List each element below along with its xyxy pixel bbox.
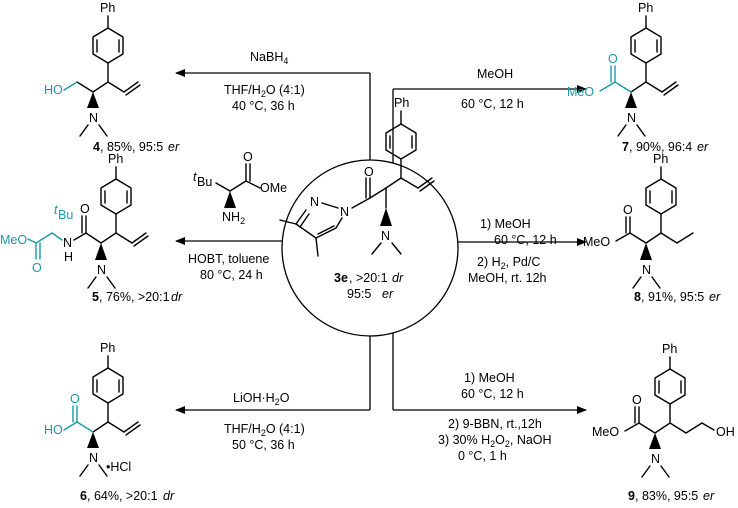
product-4: Ph N HO 4 , 85%, 95:5 er	[44, 1, 180, 154]
product-8: Ph N O MeO 8 , 91%, 95:5 er	[583, 152, 721, 304]
product-6: Ph N •HCl O HO 6 , 64%, >20:1 dr	[44, 341, 175, 503]
svg-text:er: er	[709, 290, 721, 304]
svg-text:60 °C, 12 h: 60 °C, 12 h	[461, 387, 524, 401]
svg-text:t: t	[193, 170, 197, 184]
svg-text:, 76%, >20:1: , 76%, >20:1	[99, 290, 170, 304]
svg-text:Ph: Ph	[662, 342, 677, 356]
atom-o-center: O	[364, 165, 374, 179]
svg-text:Bu: Bu	[197, 175, 212, 189]
svg-text:N: N	[651, 452, 660, 466]
svg-text:N: N	[97, 263, 106, 277]
svg-text:1) MeOH: 1) MeOH	[480, 217, 531, 231]
conditions-to-5: t Bu O OMe NH2 HOBT, toluene 80 °C, 24 h	[188, 150, 287, 282]
svg-text:Ph: Ph	[108, 152, 123, 166]
svg-text:dr: dr	[171, 290, 183, 304]
svg-text:MeO: MeO	[583, 235, 610, 249]
svg-text:9: 9	[628, 489, 635, 503]
svg-text:N: N	[89, 111, 98, 125]
svg-text:t: t	[54, 203, 58, 217]
conditions-to-8-lines: 60 °C, 12 h 2) H2, Pd/C MeOH, rt. 12h	[468, 233, 557, 285]
conditions-to-7: MeOH 60 °C, 12 h	[461, 67, 524, 111]
svg-text:dr: dr	[163, 489, 175, 503]
svg-text:MeO: MeO	[0, 233, 27, 247]
atom-ph: Ph	[394, 96, 409, 110]
svg-text:N: N	[63, 236, 72, 250]
svg-text:N: N	[89, 451, 98, 465]
svg-text:7: 7	[622, 140, 629, 154]
svg-text:80 °C, 24 h: 80 °C, 24 h	[200, 268, 263, 282]
svg-text:, 90%, 96:4: , 90%, 96:4	[629, 140, 692, 154]
svg-text:60 °C, 12 h: 60 °C, 12 h	[494, 233, 557, 247]
svg-text:Ph: Ph	[100, 341, 115, 355]
product-7: Ph N O MeO 7 , 90%, 96:4 er	[567, 1, 709, 154]
svg-text:THF/H2O (4:1): THF/H2O (4:1)	[224, 422, 305, 438]
svg-text:5: 5	[92, 290, 99, 304]
svg-text:N: N	[627, 111, 636, 125]
svg-text:THF/H2O (4:1): THF/H2O (4:1)	[224, 83, 305, 99]
svg-text:, 64%, >20:1: , 64%, >20:1	[87, 489, 158, 503]
svg-text:HO: HO	[44, 423, 63, 437]
center-dr-label: dr	[392, 271, 404, 285]
svg-text:O: O	[632, 393, 642, 407]
svg-text:6: 6	[80, 489, 87, 503]
svg-text:Bu: Bu	[58, 208, 73, 222]
svg-text:N: N	[642, 263, 651, 277]
product-9: Ph OH N O MeO 9 , 83%, 95:5 er	[592, 342, 735, 503]
svg-text:O: O	[243, 150, 253, 164]
svg-text:, 83%, 95:5: , 83%, 95:5	[635, 489, 698, 503]
svg-text:1) MeOH: 1) MeOH	[464, 371, 515, 385]
svg-text:Ph: Ph	[653, 152, 668, 166]
svg-text:Ph: Ph	[100, 1, 115, 15]
atom-n-pyrazole-2: N	[310, 195, 319, 209]
svg-text:0 °C, 1 h: 0 °C, 1 h	[458, 449, 507, 463]
starting-material-3e: Ph N O N N 3e , >20:1 dr	[279, 96, 459, 337]
svg-text:, 85%, 95:5: , 85%, 95:5	[100, 140, 163, 154]
svg-text:O: O	[608, 52, 618, 66]
svg-text:MeO: MeO	[592, 425, 619, 439]
svg-text:OMe: OMe	[260, 181, 287, 195]
center-compound-number: 3e	[334, 271, 348, 285]
svg-text:O: O	[32, 261, 42, 275]
svg-text:MeOH, rt. 12h: MeOH, rt. 12h	[468, 271, 547, 285]
svg-text:NaBH4: NaBH4	[250, 50, 288, 66]
svg-text:er: er	[703, 489, 715, 503]
svg-text:O: O	[70, 392, 80, 406]
center-dr-text: , >20:1	[349, 271, 388, 285]
svg-text:HO: HO	[44, 83, 63, 97]
center-er-label: er	[382, 287, 394, 301]
svg-text:LiOH·H2O: LiOH·H2O	[233, 391, 290, 407]
svg-text:NH2: NH2	[222, 210, 245, 226]
atom-n-center: N	[381, 229, 390, 243]
arrows	[175, 69, 587, 414]
svg-text:, 91%, 95:5: , 91%, 95:5	[641, 290, 704, 304]
conditions-to-9: 1) MeOH 60 °C, 12 h 2) 9-BBN, rt.,12h 3)…	[438, 371, 552, 463]
svg-text:50 °C, 36 h: 50 °C, 36 h	[232, 438, 295, 452]
conditions-to-4: NaBH4 THF/H2O (4:1) 40 °C, 36 h	[224, 50, 305, 113]
center-er-value: 95:5	[347, 287, 371, 301]
svg-text:60 °C, 12 h: 60 °C, 12 h	[461, 97, 524, 111]
svg-text:8: 8	[634, 290, 641, 304]
conditions-to-8: 1) MeOH	[480, 217, 531, 231]
svg-text:er: er	[697, 140, 709, 154]
svg-text:er: er	[168, 140, 180, 154]
svg-text:2) 9-BBN, rt.,12h: 2) 9-BBN, rt.,12h	[448, 417, 542, 431]
svg-text:HOBT, toluene: HOBT, toluene	[188, 252, 269, 266]
svg-text:O: O	[623, 203, 633, 217]
svg-text:MeO: MeO	[567, 85, 594, 99]
svg-text:40 °C, 36 h: 40 °C, 36 h	[232, 99, 295, 113]
svg-text:OH: OH	[716, 425, 735, 439]
atom-n-pyrazole-1: N	[340, 205, 349, 219]
product-5: Ph N O N H t Bu O MeO 5 , 76%, >20:1 dr	[0, 152, 183, 304]
svg-text:3) 30% H2O2, NaOH: 3) 30% H2O2, NaOH	[438, 433, 552, 449]
svg-text:2) H2, Pd/C: 2) H2, Pd/C	[477, 255, 540, 271]
svg-text:4: 4	[93, 140, 100, 154]
svg-text:H: H	[64, 250, 73, 264]
svg-text:Ph: Ph	[638, 1, 653, 15]
svg-text:MeOH: MeOH	[477, 67, 513, 81]
svg-text:•HCl: •HCl	[106, 460, 131, 474]
svg-text:O: O	[80, 202, 90, 216]
conditions-to-6: LiOH·H2O THF/H2O (4:1) 50 °C, 36 h	[224, 391, 305, 452]
